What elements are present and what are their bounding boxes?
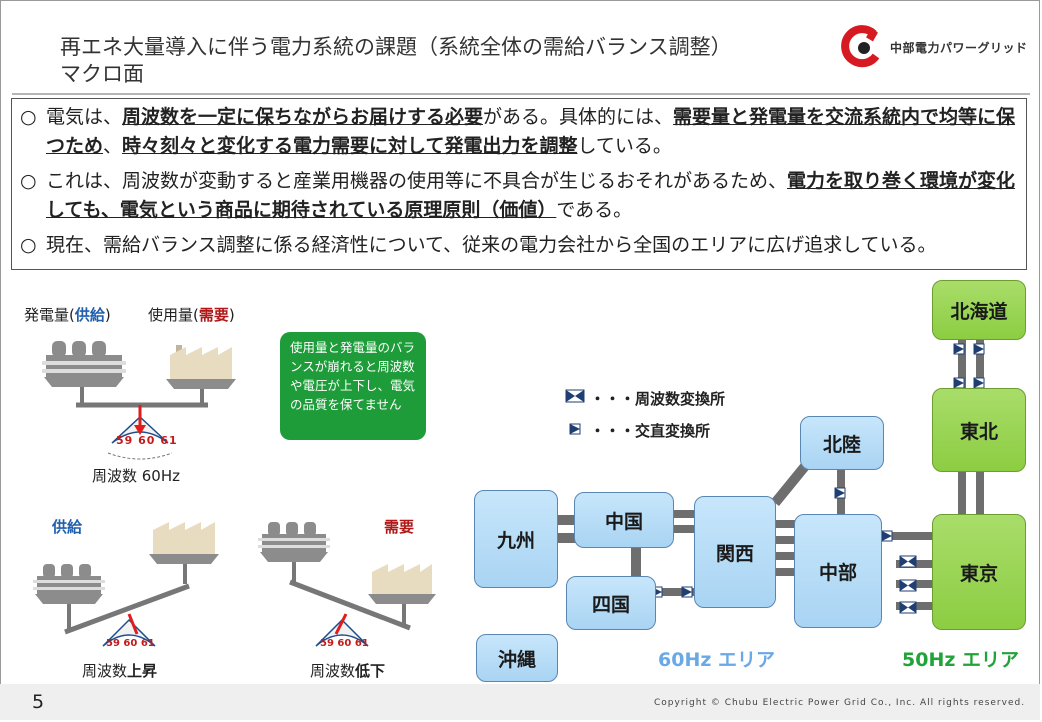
region-hokuriku: 北陸 <box>800 416 884 470</box>
bullet-text: である。 <box>556 199 633 221</box>
bullet-mark: ○ <box>20 234 37 256</box>
page-title: 再エネ大量導入に伴う電力系統の課題（系統全体の需給バランス調整） マクロ面 <box>60 34 732 88</box>
power-plant-icon <box>258 522 330 562</box>
legend-frequency-converter: ・・・周波数変換所 <box>590 390 726 408</box>
factory-icon <box>149 522 219 564</box>
bullet-text: 現在、需給バランス調整に係る経済性について、従来の電力会社から全国のエリアに広げ… <box>46 234 937 256</box>
frequency-dial-labels: 59 60 61 <box>106 638 155 649</box>
dc-converter-icons <box>569 343 985 598</box>
region-chubu: 中部 <box>794 514 882 628</box>
usage-label: 使用量(需要) <box>148 306 235 324</box>
region-kansai: 関西 <box>694 496 776 608</box>
generation-label: 発電量(供給) <box>24 306 111 324</box>
region-okinawa: 沖縄 <box>476 634 558 682</box>
hz60-area-label: 60Hz エリア <box>658 649 776 671</box>
copyright-text: Copyright © Chubu Electric Power Grid Co… <box>654 698 1026 708</box>
company-logo-icon <box>841 25 880 68</box>
bullet-3: ○ 現在、需給バランス調整に係る経済性について、従来の電力会社から全国のエリアに… <box>20 231 1018 260</box>
frequency-fall-scale <box>258 522 436 647</box>
region-shikoku: 四国 <box>566 576 656 630</box>
frequency-dial-labels: 59 60 61 <box>320 638 369 649</box>
frequency-rise-scale <box>33 522 219 647</box>
header-divider <box>12 93 1030 95</box>
bullet-emphasis: 電力を取り巻く環境が変化しても、電気という商品に期待されている原理原則（価値） <box>46 170 1016 221</box>
bullet-2: ○ これは、周波数が変動すると産業用機器の使用等に不具合が生じるおそれがあるため… <box>20 167 1018 225</box>
bullet-1: ○ 電気は、周波数を一定に保ちながらお届けする必要がある。具体的には、需要量と発… <box>20 103 1018 161</box>
frequency-fall-label: 周波数低下 <box>310 662 386 680</box>
region-hokkaido: 北海道 <box>932 280 1026 340</box>
imbalance-note: 使用量と発電量のバランスが崩れると周波数や電圧が上下し、電気の品質を保てません <box>280 332 426 440</box>
region-chugoku: 中国 <box>574 492 674 548</box>
power-plant-icon <box>33 564 105 604</box>
bullet-emphasis: 周波数を一定に保ちながらお届けする必要 <box>122 106 484 128</box>
bullet-mark: ○ <box>20 106 37 128</box>
bullet-text: している。 <box>577 135 672 157</box>
frequency-dial-labels: 59 60 61 <box>116 434 178 447</box>
frequency-60hz-label: 周波数 60Hz <box>92 467 181 485</box>
bullet-text: 、 <box>103 135 123 157</box>
region-kyushu: 九州 <box>474 490 558 588</box>
factory-icon <box>166 345 236 389</box>
balanced-scale <box>42 341 236 460</box>
frequency-rise-label: 周波数上昇 <box>82 662 158 680</box>
power-plant-icon <box>42 341 126 387</box>
hz50-area-label: 50Hz エリア <box>902 649 1020 671</box>
key-points-box: ○ 電気は、周波数を一定に保ちながらお届けする必要がある。具体的には、需要量と発… <box>11 98 1027 270</box>
title-line-2: マクロ面 <box>60 62 144 86</box>
company-logo-text: 中部電力パワーグリッド <box>890 41 1028 55</box>
factory-icon <box>368 564 436 604</box>
page-number: 5 <box>32 691 45 713</box>
region-tohoku: 東北 <box>932 388 1026 472</box>
bullet-text: がある。具体的には、 <box>483 106 674 128</box>
bullet-emphasis: 需要量と発電量を交流系統内で均等に保つため <box>46 106 1016 157</box>
footer-bar <box>0 684 1040 720</box>
legend-dc-converter: ・・・交直変換所 <box>590 422 711 440</box>
bullet-emphasis: 時々刻々と変化する電力需要に対して発電出力を調整 <box>122 135 578 157</box>
frequency-converter-icons <box>565 389 917 614</box>
supply-label: 供給 <box>52 518 83 536</box>
region-tokyo: 東京 <box>932 514 1026 630</box>
bullet-mark: ○ <box>20 170 37 192</box>
bullet-text: 電気は、 <box>46 106 123 128</box>
title-line-1: 再エネ大量導入に伴う電力系統の課題（系統全体の需給バランス調整） <box>60 35 732 59</box>
demand-label: 需要 <box>384 518 415 536</box>
bullet-text: これは、周波数が変動すると産業用機器の使用等に不具合が生じるおそれがあるため、 <box>46 170 788 192</box>
